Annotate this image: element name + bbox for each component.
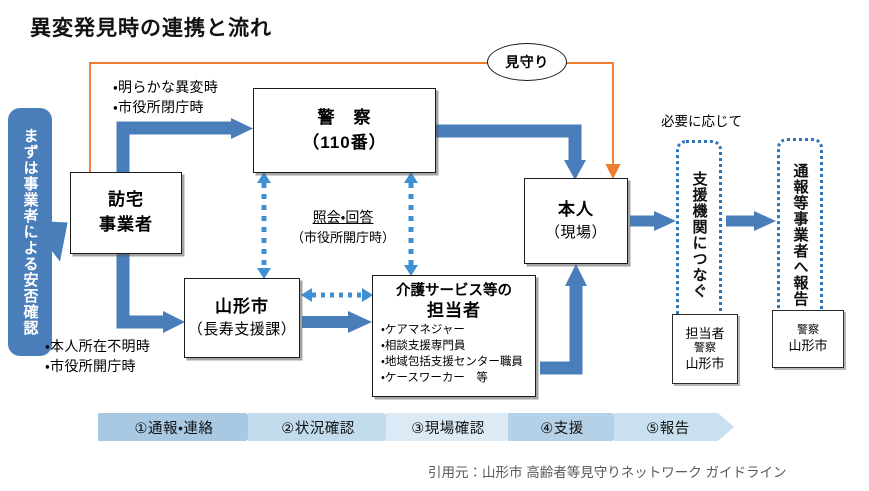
node-police-line2: （110番） — [302, 132, 387, 152]
left-banner-label: まずは事業者による安否確認 — [21, 128, 39, 336]
step-chevron-1-shape — [98, 413, 262, 441]
label-obvious-anomaly: ・明らかな異変時 ・市役所閉庁時 — [113, 78, 218, 117]
step-chevron-5-shape — [614, 413, 734, 441]
label-inquiry-reply: 照会・回答 （市役所開庁時） — [291, 207, 395, 246]
citation-text: 引用元：山形市 高齢者等見守りネットワーク ガイドライン — [428, 465, 787, 480]
label-as-needed: 必要に応じて — [661, 114, 742, 129]
node-care-staff-list: ケアマネジャー 相談支援専門員 地域包括支援センター職員 ケースワーカー 等 — [381, 323, 527, 386]
node-police-line1: 警 察 — [317, 107, 372, 127]
dotted-yamagata-tantou — [301, 288, 373, 302]
label-line: ・明らかな異変時 — [113, 79, 219, 95]
step-chevron-2-label: ②状況確認 — [281, 420, 355, 437]
label-line: ・本人所在不明時 — [45, 338, 151, 354]
label-line: ・市役所閉庁時 — [113, 98, 204, 115]
note-line: 山形市 — [788, 337, 828, 353]
callout-report-provider-label: 通報等事業者へ報告 — [791, 163, 809, 307]
step-chevron-1-label: ①通報・連絡 — [134, 420, 214, 437]
note-line: 警察 — [694, 342, 716, 355]
node-watch-over-oval[interactable]: 見守り — [487, 43, 567, 81]
node-care-staff-head2: 担当者 — [427, 301, 481, 321]
arrow-jigyosha-to-yamagata — [116, 254, 185, 333]
callout-report-provider[interactable]: 通報等事業者へ報告 — [777, 138, 823, 332]
node-visiting-provider-line2: 事業者 — [99, 215, 153, 234]
page-title: 異変発見時の連携と流れ — [30, 17, 272, 40]
node-care-staff-head1: 介護サービス等の — [396, 283, 512, 299]
step-chevron-4-label: ④支援 — [540, 420, 584, 437]
step-chevron-2-shape — [248, 413, 400, 441]
step-chevron-5[interactable]: ⑤報告 — [614, 413, 734, 441]
step-chevron-3[interactable]: ③現場確認 — [386, 413, 522, 441]
list-item: 地域包括支援センター職員 — [381, 355, 527, 371]
note-support-actors: 担当者 警察 山形市 — [672, 314, 738, 384]
label-inquiry-sub: （市役所開庁時） — [291, 230, 396, 245]
callout-connect-support[interactable]: 支援機関につなぐ — [676, 140, 722, 330]
node-yamagata-city-line1: 山形市 — [215, 296, 269, 316]
note-report-actors: 警察 山形市 — [772, 310, 844, 368]
list-item: ケースワーカー 等 — [381, 371, 527, 387]
label-whereabouts-unknown: ・本人所在不明時 ・市役所開庁時 — [45, 337, 150, 376]
step-bar: ①通報・連絡 ②状況確認 ③現場確認 ④支援 ⑤報告 — [98, 413, 720, 441]
arrow-yamagata-to-tantou — [302, 311, 372, 333]
note-line: 警察 — [797, 324, 819, 337]
node-police[interactable]: 警 察 （110番） — [253, 88, 436, 173]
dotted-keisatsu-yamagata — [257, 172, 271, 279]
node-person[interactable]: 本人 （現場） — [524, 178, 628, 264]
node-yamagata-city-line2: （長寿支援課） — [187, 321, 297, 339]
node-person-line2: （現場） — [544, 224, 607, 242]
step-chevron-1[interactable]: ①通報・連絡 — [98, 413, 262, 441]
step-chevron-4[interactable]: ④支援 — [508, 413, 628, 441]
node-person-line1: 本人 — [558, 199, 594, 219]
step-chevron-3-shape — [386, 413, 522, 441]
label-line: ・市役所開庁時 — [45, 357, 136, 374]
arrow-tantou-to-honnin — [540, 264, 587, 375]
node-yamagata-city[interactable]: 山形市 （長寿支援課） — [184, 278, 300, 358]
arrow-honnin-to-support — [630, 211, 676, 231]
step-chevron-3-label: ③現場確認 — [411, 420, 485, 437]
callout-connect-support-label: 支援機関につなぐ — [690, 171, 708, 299]
list-item: 相談支援専門員 — [381, 339, 527, 355]
node-care-staff[interactable]: 介護サービス等の 担当者 ケアマネジャー 相談支援専門員 地域包括支援センター職… — [372, 275, 536, 397]
list-item: ケアマネジャー — [381, 323, 527, 339]
note-line: 担当者 — [685, 326, 725, 342]
node-visiting-provider-line1: 訪宅 — [108, 190, 144, 210]
arrow-jigyosha-to-keisatsu — [116, 118, 253, 180]
arrow-support-to-report — [726, 211, 776, 231]
dotted-keisatsu-tantou — [404, 172, 418, 276]
note-line: 山形市 — [685, 355, 725, 371]
step-chevron-4-shape — [508, 413, 628, 441]
step-chevron-5-label: ⑤報告 — [646, 420, 690, 437]
step-chevron-2[interactable]: ②状況確認 — [248, 413, 400, 441]
arrow-keisatsu-to-honnin — [436, 124, 586, 180]
label-inquiry-main: 照会・回答 — [312, 209, 374, 225]
node-visiting-provider[interactable]: 訪宅 事業者 — [70, 172, 182, 254]
left-banner: まずは事業者による安否確認 — [8, 108, 52, 356]
